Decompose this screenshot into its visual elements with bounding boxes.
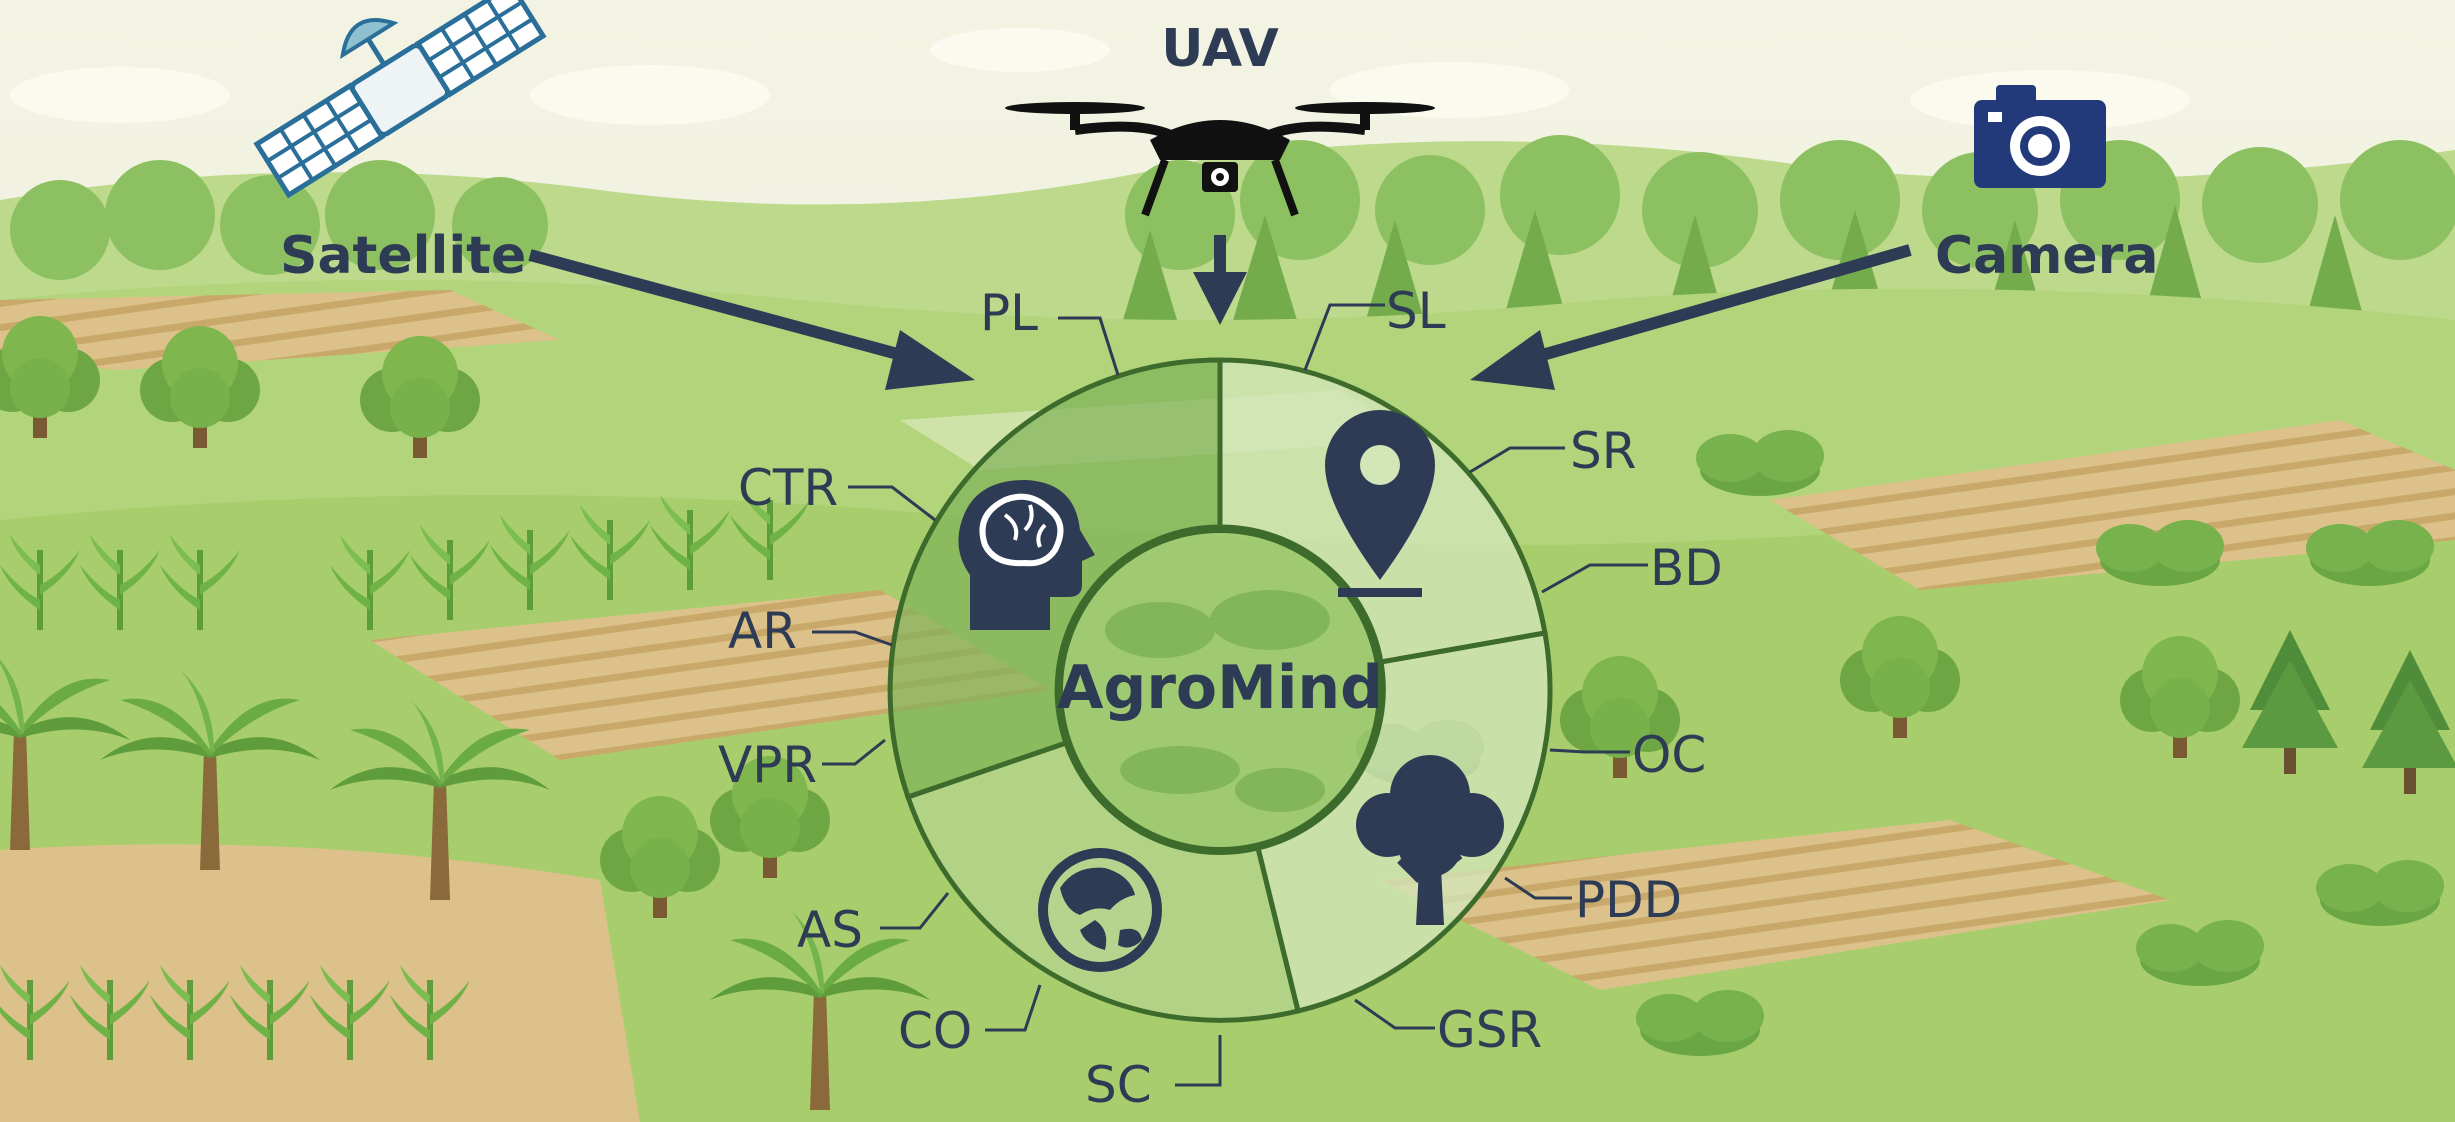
leader-vpr <box>822 738 886 766</box>
leader-pdd <box>1504 876 1572 900</box>
agromind-ring: AgroMind <box>887 357 1553 1023</box>
task-label-oc: OC <box>1632 726 1706 784</box>
task-label-sl: SL <box>1386 282 1446 340</box>
task-label-pl: PL <box>980 284 1038 342</box>
source-label-uav: UAV <box>1161 19 1279 79</box>
source-label-satellite: Satellite <box>280 226 526 286</box>
arrow-camera <box>1470 244 1912 390</box>
task-label-sr: SR <box>1570 422 1636 480</box>
leader-ctr <box>848 485 936 522</box>
leader-sr <box>1469 446 1565 474</box>
task-label-vpr: VPR <box>718 736 817 794</box>
leader-bd <box>1541 563 1648 594</box>
task-label-sc: SC <box>1085 1056 1152 1114</box>
drone-icon <box>1005 102 1435 217</box>
task-label-ctr: CTR <box>738 459 838 517</box>
leader-gsr <box>1354 998 1435 1030</box>
center-label: AgroMind <box>1057 653 1383 723</box>
task-label-as: AS <box>797 901 863 959</box>
task-label-gsr: GSR <box>1437 1001 1542 1059</box>
task-label-bd: BD <box>1650 539 1723 597</box>
globe-icon <box>1038 848 1162 972</box>
leader-sc <box>1175 1035 1222 1087</box>
leader-oc <box>1549 748 1630 754</box>
leader-ar <box>812 630 893 647</box>
tree-icon <box>1356 755 1504 925</box>
leader-sl <box>1303 303 1385 371</box>
leader-pl <box>1058 316 1120 376</box>
satellite-icon <box>253 0 547 199</box>
camera-icon <box>1974 85 2106 188</box>
brain-head-icon <box>958 480 1095 630</box>
task-label-ar: AR <box>728 602 797 660</box>
arrow-uav <box>1193 235 1247 325</box>
leader-co <box>985 984 1042 1032</box>
leader-as <box>880 892 950 930</box>
task-label-pdd: PDD <box>1575 871 1682 929</box>
location-pin-icon <box>1325 409 1435 597</box>
task-label-co: CO <box>898 1002 972 1060</box>
source-label-camera: Camera <box>1935 226 2158 286</box>
arrow-satellite <box>528 249 975 390</box>
task-labels: PL SL SR BD OC PDD GSR SC CO AS VPR AR <box>718 282 1723 1114</box>
